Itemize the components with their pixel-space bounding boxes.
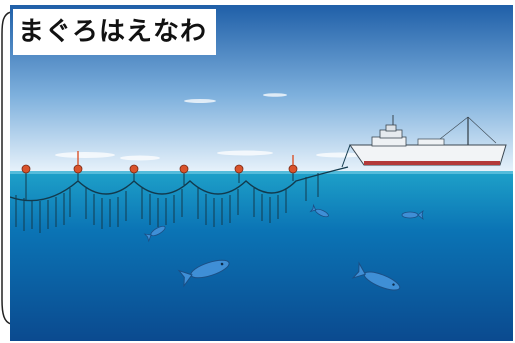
fishing-ship-icon xyxy=(341,115,507,168)
buoy-icon xyxy=(21,164,298,174)
sea-surface xyxy=(10,171,513,174)
left-bracket-decoration xyxy=(1,11,12,325)
sea-scene xyxy=(10,5,513,341)
main-longline xyxy=(10,166,349,202)
buoy-flag-poles xyxy=(77,151,294,165)
branch-lines xyxy=(15,173,319,233)
illustration-title: まぐろはえなわ xyxy=(13,9,217,55)
tuna-icon xyxy=(143,203,424,291)
illustration-frame: まぐろはえなわ xyxy=(10,5,513,341)
